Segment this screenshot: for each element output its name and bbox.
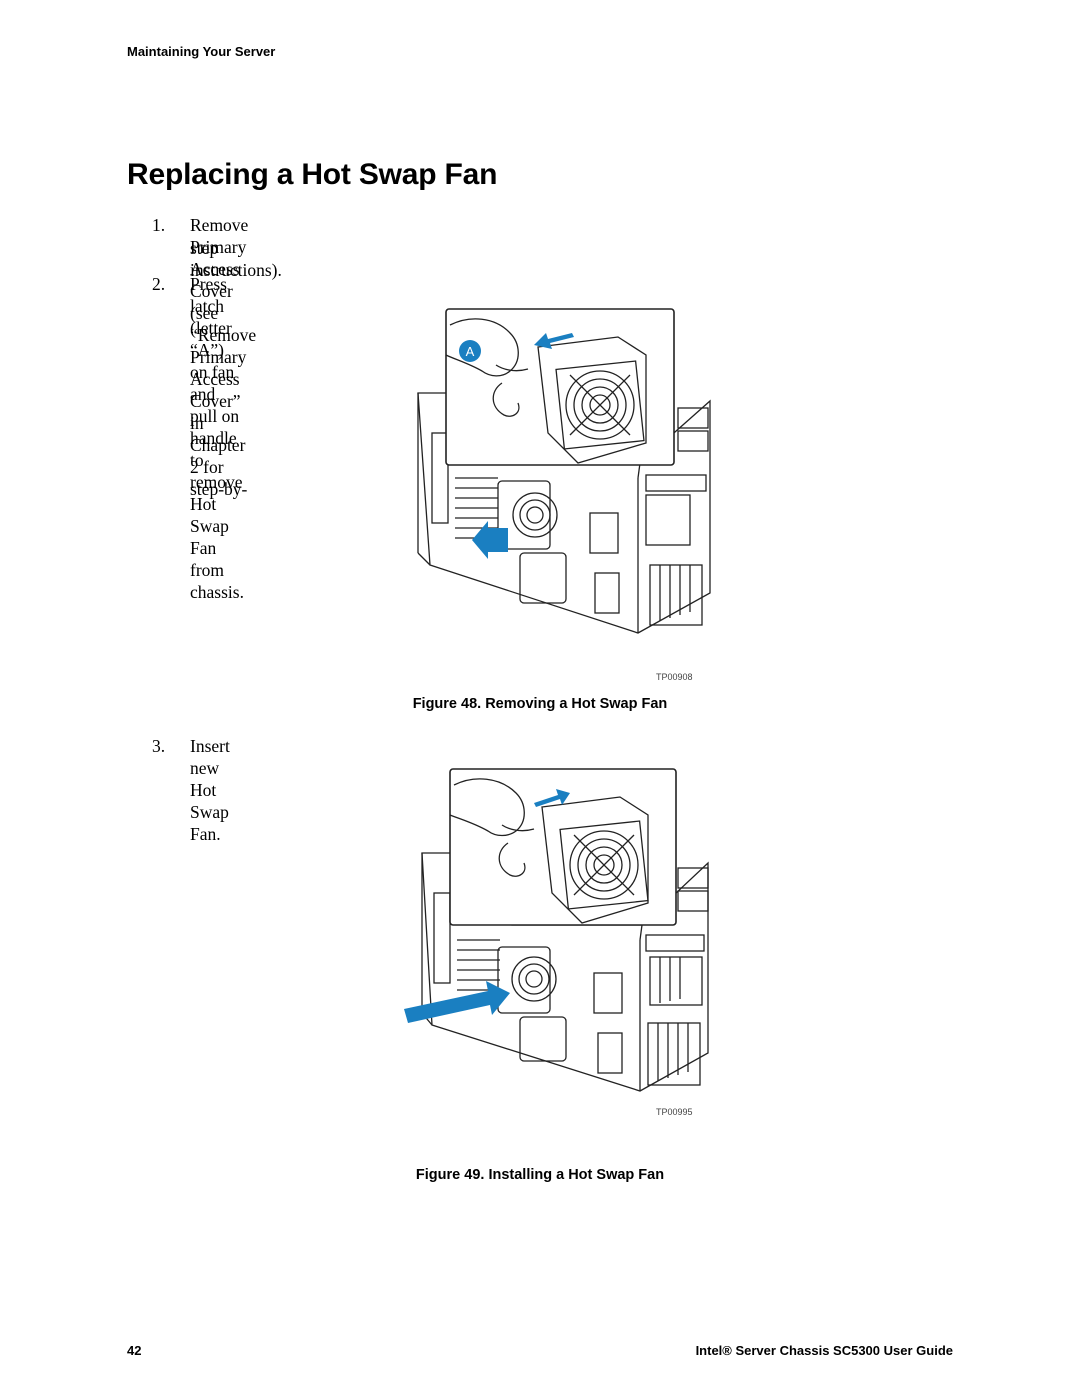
step-text: Remove Primary Access Cover (see “Remove… xyxy=(190,215,257,499)
step-text: Press latch (letter “A”) on fan and pull… xyxy=(190,274,244,602)
step-number: 1. xyxy=(152,215,166,235)
step-number: 3. xyxy=(152,736,166,756)
figure-49-caption: Figure 49. Installing a Hot Swap Fan xyxy=(415,1167,665,1183)
figure-49-code: TP00995 xyxy=(656,1107,693,1117)
footer-document-title: Intel® Server Chassis SC5300 User Guide xyxy=(695,1343,953,1358)
figure-49-illustration xyxy=(404,768,709,1092)
step-text: Insert new Hot Swap Fan. xyxy=(190,736,230,844)
page-title: Replacing a Hot Swap Fan xyxy=(127,158,498,191)
figure-48-code: TP00908 xyxy=(656,672,693,682)
step-text-continued: step instructions). xyxy=(190,238,282,280)
running-header: Maintaining Your Server xyxy=(127,44,276,59)
page-number: 42 xyxy=(127,1343,142,1358)
step-number: 2. xyxy=(152,274,166,294)
callout-letter: A xyxy=(466,344,475,359)
figure-48-caption: Figure 48. Removing a Hot Swap Fan xyxy=(412,696,668,712)
figure-48-illustration: A xyxy=(417,308,711,634)
